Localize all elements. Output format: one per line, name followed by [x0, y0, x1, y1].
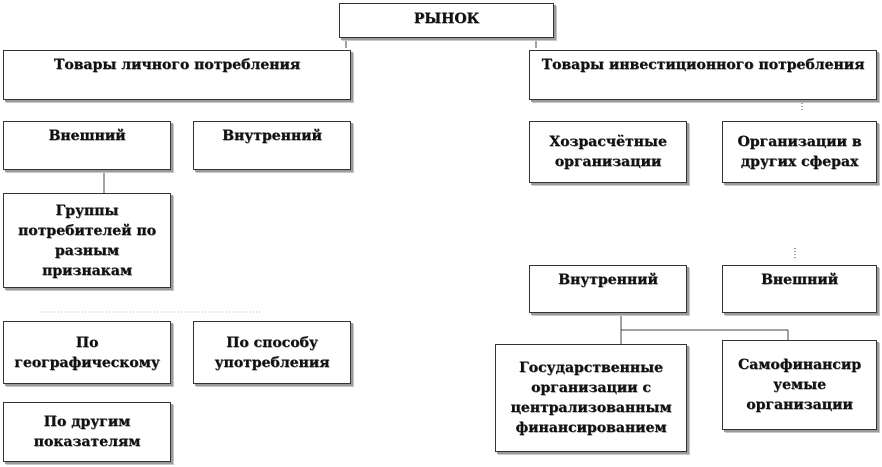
self-financing-organizations-box: Хозрасчётные организации	[529, 121, 687, 183]
other-sphere-organizations-box: Организации в других сферах	[722, 121, 877, 183]
external-market-box-right: Внешний	[722, 265, 877, 313]
root-market-box: РЫНОК	[339, 3, 554, 38]
internal-market-box-left: Внутренний	[193, 121, 351, 170]
state-centrally-financed-organizations-box: Государственные организации с централизо…	[495, 344, 687, 452]
by-other-indicators-box: По другим показателям	[3, 402, 171, 462]
by-usage-box: По способу употребления	[193, 321, 351, 384]
investment-consumption-goods-box: Товары инвестиционного потребления	[529, 50, 877, 100]
by-geography-box: По географическому	[3, 321, 171, 384]
self-financed-organizations-box: Самофинансир уемые организации	[722, 340, 877, 430]
personal-consumption-goods-box: Товары личного потребления	[3, 50, 351, 100]
external-market-box-left: Внешний	[3, 121, 171, 170]
consumer-groups-box: Группы потребителей по разным признакам	[3, 193, 171, 288]
internal-market-box-right: Внутренний	[529, 265, 687, 313]
